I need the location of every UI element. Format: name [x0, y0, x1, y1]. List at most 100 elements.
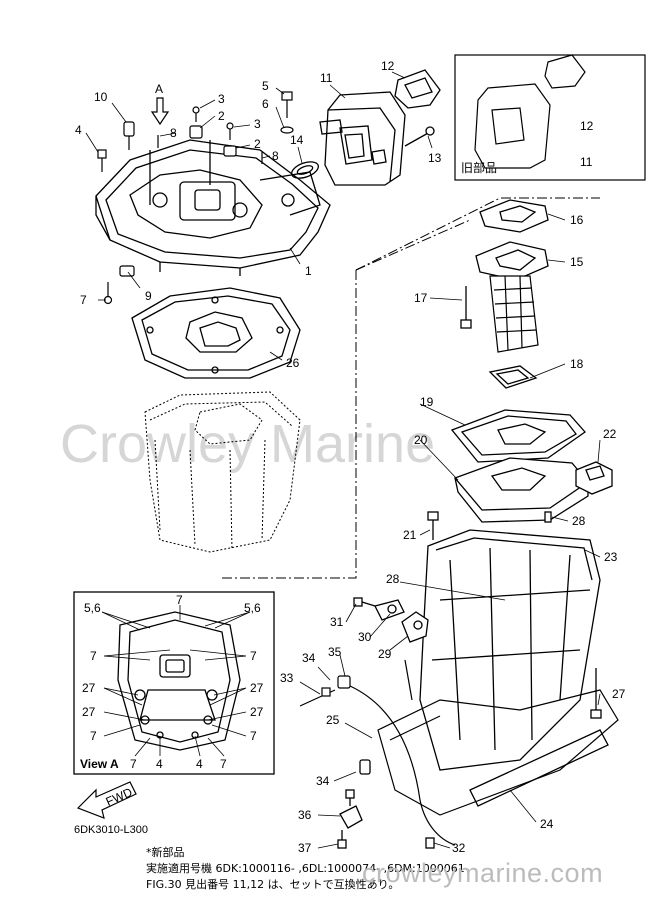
callout-12-old: 12	[580, 119, 594, 133]
callout-35: 35	[328, 645, 342, 659]
callout-34b: 34	[316, 774, 330, 788]
site-watermark: crowleymarine.com	[362, 858, 604, 888]
view-a-callout-5-6-right: 5,6	[244, 601, 261, 615]
muffler-part-11	[319, 91, 406, 186]
callout-labels: 10 4 3 2 8 3 2 8 5 6 14 11 12 13 12 11 1…	[75, 59, 626, 855]
fwd-arrow-icon	[76, 781, 137, 819]
callout-3a: 3	[218, 92, 225, 106]
callout-8a: 8	[170, 126, 177, 140]
bracket-parts-29-31	[353, 597, 429, 643]
note-new-part: *新部品	[146, 846, 185, 859]
callout-18: 18	[570, 357, 584, 371]
exhaust-pipe-part	[489, 275, 539, 353]
old-part-inset	[454, 54, 646, 181]
note-serial-range: 実施適用号機 6DK:1000116- ,6DL:1000074- ,6DM:1…	[146, 862, 469, 875]
view-a-callout-7-l2: 7	[90, 729, 97, 743]
view-a-callout-27-r1: 27	[250, 681, 264, 695]
view-a-callout-7-r1: 7	[250, 649, 257, 663]
view-a-callout-5-6-left: 5,6	[84, 601, 101, 615]
callout-8b: 8	[272, 149, 279, 163]
callout-13: 13	[428, 151, 442, 165]
callout-36: 36	[298, 808, 312, 822]
damper-part-22	[575, 461, 613, 495]
view-a-callout-7-l1: 7	[90, 649, 97, 663]
upper-casing-part	[95, 139, 331, 276]
view-a-arrow	[150, 97, 170, 126]
callout-11-old: 11	[580, 155, 593, 169]
callout-29: 29	[378, 647, 392, 661]
gasket-part-19	[450, 409, 586, 463]
callout-12: 12	[381, 59, 395, 73]
bolt-part-21	[427, 511, 439, 540]
callout-22: 22	[603, 427, 617, 441]
upper-casing-part-23	[419, 529, 601, 771]
callout-2a: 2	[218, 109, 225, 123]
callout-33: 33	[280, 671, 294, 685]
view-a-leaders	[101, 605, 251, 757]
view-a-callout-7-b1: 7	[130, 757, 137, 771]
exhaust-guide-ghost	[144, 391, 301, 553]
callout-4: 4	[75, 123, 82, 137]
note-compatibility: FIG.30 見出番号 11,12 は、セットで互換性あり。	[146, 878, 400, 891]
callout-9: 9	[145, 289, 152, 303]
callout-24: 24	[540, 817, 554, 831]
callout-5: 5	[262, 79, 269, 93]
view-a-callout-7-top: 7	[176, 593, 183, 607]
old-part-label: 旧部品	[461, 160, 497, 175]
grommet-part-14	[290, 161, 320, 179]
view-a-arrow-label: A	[155, 82, 163, 96]
bracket-part-12	[394, 69, 441, 109]
leader-lines	[85, 71, 601, 849]
callout-7: 7	[80, 293, 87, 307]
bolt-part-17	[460, 286, 472, 329]
callout-15: 15	[570, 255, 584, 269]
callout-1: 1	[305, 264, 312, 278]
callout-32: 32	[452, 841, 466, 855]
seal-part-18	[488, 365, 538, 389]
callout-17: 17	[414, 291, 428, 305]
view-a-callout-4-b1: 4	[156, 757, 163, 771]
callout-23: 23	[604, 550, 618, 564]
view-a-callout-labels: 5,6 5,6 7 7 7 27 27 27 27 7 7 7 4 4 7 Vi…	[80, 593, 264, 771]
view-a-callout-7-r2: 7	[250, 729, 257, 743]
callout-28a: 28	[572, 514, 586, 528]
callout-31: 31	[330, 615, 344, 629]
bolt-part-13	[404, 126, 435, 147]
callout-20: 20	[414, 433, 428, 447]
callout-14: 14	[290, 133, 304, 147]
view-a-inset	[73, 591, 275, 775]
gasket-part-16	[479, 199, 549, 233]
plate-part-20	[453, 457, 589, 523]
callout-25: 25	[326, 713, 340, 727]
callout-30: 30	[358, 630, 372, 644]
callout-21: 21	[403, 528, 417, 542]
callout-34a: 34	[302, 651, 316, 665]
diagram-code: 6DK3010-L300	[74, 824, 149, 836]
callout-2b: 2	[254, 137, 261, 151]
fwd-label: FWD	[104, 785, 135, 809]
plate-part-15	[475, 241, 549, 281]
view-a-callout-4-b2: 4	[196, 757, 203, 771]
callout-10: 10	[94, 90, 108, 104]
plate-part-24	[469, 729, 609, 807]
callout-16: 16	[570, 213, 584, 227]
callout-26: 26	[286, 356, 300, 370]
apron-part-25	[377, 689, 619, 816]
callout-27: 27	[612, 687, 626, 701]
callout-6: 6	[262, 97, 269, 111]
view-a-caption: View A	[80, 757, 119, 771]
view-a-callout-7-b2: 7	[220, 757, 227, 771]
hose-parts-33-35	[299, 659, 456, 846]
callout-3b: 3	[254, 117, 261, 131]
view-a-callout-27-r2: 27	[250, 705, 264, 719]
hardware-small-parts	[97, 91, 294, 305]
fitting-parts-32-37	[337, 759, 435, 849]
bolt-part-27	[590, 668, 602, 719]
view-a-callout-27-l2: 27	[82, 705, 96, 719]
gasket-part-26	[131, 287, 301, 379]
callout-19: 19	[420, 395, 434, 409]
callout-37: 37	[298, 841, 312, 855]
callout-11: 11	[320, 71, 333, 85]
callout-28b: 28	[386, 572, 400, 586]
